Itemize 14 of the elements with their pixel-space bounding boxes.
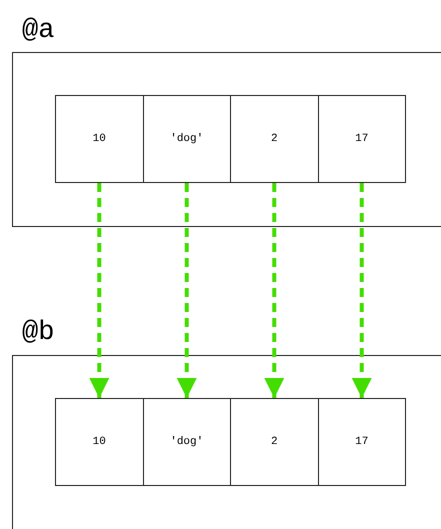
array-element: 'dog' bbox=[142, 95, 231, 183]
array-element: 10 bbox=[55, 95, 144, 183]
array-element: 17 bbox=[318, 398, 406, 486]
array-element: 17 bbox=[318, 95, 406, 183]
arrow bbox=[264, 183, 284, 398]
array-element: 'dog' bbox=[142, 398, 231, 486]
variable-name: @b bbox=[22, 318, 54, 348]
arrow bbox=[176, 183, 197, 398]
variable-name: @a bbox=[22, 16, 54, 46]
array-element: 2 bbox=[230, 398, 318, 486]
arrow bbox=[352, 183, 372, 398]
array-element: 2 bbox=[230, 95, 318, 183]
arrow bbox=[89, 183, 110, 398]
array-element: 10 bbox=[55, 398, 144, 486]
